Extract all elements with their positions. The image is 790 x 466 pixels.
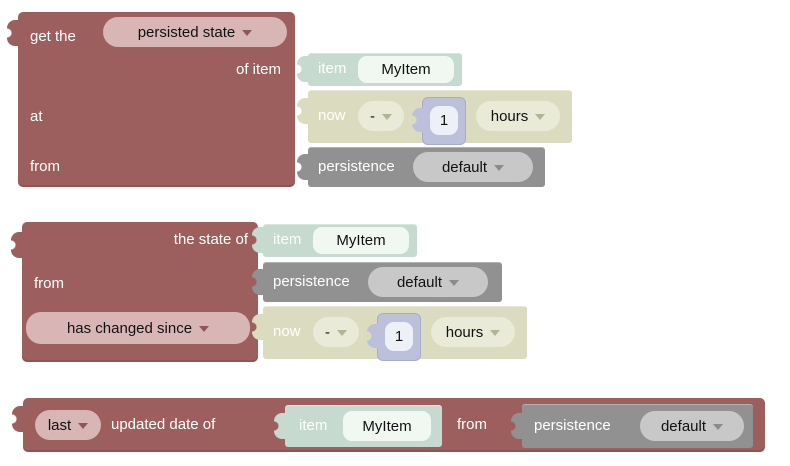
chevron-down-icon — [242, 30, 253, 36]
updated-date-label: updated date of — [111, 416, 216, 433]
output-tab — [297, 98, 309, 124]
number-field[interactable]: 1 — [385, 322, 413, 351]
dropdown-value: hours — [490, 107, 529, 125]
chevron-down-icon — [78, 423, 89, 429]
now-label: now — [273, 323, 301, 340]
dropdown-value: has changed since — [66, 319, 193, 337]
persistence-label: persistence — [273, 273, 350, 290]
output-tab — [7, 20, 19, 46]
dropdown-value: default — [660, 417, 707, 435]
chevron-down-icon — [337, 330, 347, 336]
dropdown-value: default — [396, 273, 443, 291]
number-field[interactable]: 1 — [430, 106, 458, 135]
of-item-label: of item — [235, 61, 281, 78]
item-name-field[interactable]: MyItem — [358, 56, 454, 83]
persistence-service-block[interactable]: persistence default — [252, 262, 502, 302]
item-block[interactable]: item MyItem — [297, 53, 462, 86]
chevron-down-icon — [535, 114, 546, 120]
from-label: from — [30, 158, 60, 175]
item-label: item — [273, 231, 302, 248]
number-block[interactable]: 1 — [367, 313, 421, 361]
operator-dropdown[interactable]: - — [358, 101, 404, 131]
dropdown-value: - — [325, 323, 330, 341]
units-dropdown[interactable]: hours — [431, 317, 515, 347]
service-dropdown[interactable]: default — [368, 267, 488, 297]
dropdown-value: hours — [445, 323, 484, 341]
get-persisted-state-block[interactable]: get the persisted state of item at from — [7, 12, 295, 187]
now-label: now — [318, 107, 346, 124]
chevron-down-icon — [713, 424, 724, 430]
chevron-down-icon — [382, 114, 392, 120]
output-tab — [412, 108, 424, 132]
output-tab — [511, 413, 523, 439]
state-of-label: the state of — [173, 231, 248, 248]
output-tab — [297, 56, 309, 82]
chevron-down-icon — [490, 330, 501, 336]
units-dropdown[interactable]: hours — [476, 101, 560, 131]
persistence-label: persistence — [318, 158, 395, 175]
output-tab — [367, 324, 379, 348]
item-block[interactable]: item MyItem — [274, 405, 442, 447]
chevron-down-icon — [494, 165, 505, 171]
persistence-label: persistence — [534, 417, 611, 434]
datetime-block[interactable]: now - 1 hours — [297, 90, 572, 145]
chevron-down-icon — [449, 280, 460, 286]
prefix-label: get the — [30, 28, 76, 45]
persistence-service-block[interactable]: persistence default — [511, 404, 753, 448]
dropdown-value: last — [47, 416, 72, 434]
output-tab — [252, 227, 264, 253]
output-tab — [297, 154, 309, 180]
output-tab — [252, 269, 264, 295]
service-dropdown[interactable]: default — [640, 411, 744, 441]
output-tab — [252, 314, 264, 340]
output-tab — [12, 406, 24, 432]
from-label: from — [34, 275, 64, 292]
item-label: item — [299, 417, 328, 434]
service-dropdown[interactable]: default — [413, 152, 533, 182]
datetime-block[interactable]: now - 1 hours — [252, 306, 527, 361]
operator-dropdown[interactable]: - — [313, 317, 359, 347]
at-label: at — [30, 108, 43, 125]
output-tab — [274, 413, 286, 439]
chevron-down-icon — [199, 326, 210, 332]
dropdown-value: - — [370, 107, 375, 125]
state-check-block[interactable]: the state of from has changed since — [11, 222, 258, 362]
number-block[interactable]: 1 — [412, 97, 466, 145]
output-tab — [11, 232, 23, 258]
item-name-field[interactable]: MyItem — [343, 411, 431, 441]
item-label: item — [318, 60, 347, 77]
from-label: from — [457, 416, 487, 433]
dropdown-value: persisted state — [137, 23, 236, 41]
which-dropdown[interactable]: last — [35, 410, 101, 440]
check-type-dropdown[interactable]: has changed since — [26, 312, 250, 344]
dropdown-value: default — [441, 158, 488, 176]
item-name-field[interactable]: MyItem — [313, 227, 409, 254]
persisted-state-dropdown[interactable]: persisted state — [103, 17, 287, 47]
item-block[interactable]: item MyItem — [252, 224, 417, 257]
persistence-service-block[interactable]: persistence default — [297, 147, 545, 187]
